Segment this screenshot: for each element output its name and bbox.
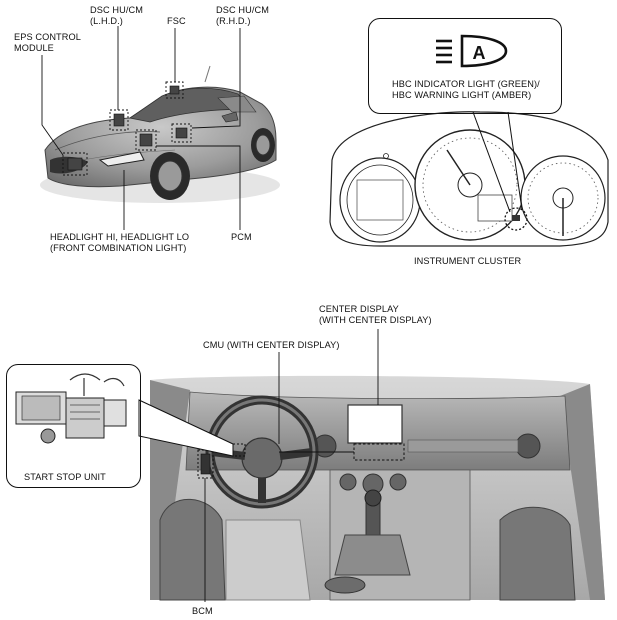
label-headlight: HEADLIGHT HI, HEADLIGHT LO (FRONT COMBIN… [50,232,189,253]
label-dsc-lhd: DSC HU/CM (L.H.D.) [90,5,143,26]
label-dsc-rhd: DSC HU/CM (R.H.D.) [216,5,269,26]
label-hbc-line1: HBC INDICATOR LIGHT (GREEN)/ [392,79,540,89]
car-leader-lines [41,26,241,230]
auto-high-beam-icon: A [436,34,508,68]
label-center-display-line2: (WITH CENTER DISPLAY) [319,314,432,325]
car-drawing [40,65,280,203]
label-dsc-lhd-line2: (L.H.D.) [90,15,123,26]
eps-marker [67,157,83,171]
label-eps-line1: EPS CONTROL [14,32,81,42]
label-instrument-cluster: INSTRUMENT CLUSTER [414,256,522,266]
instrument-cluster-drawing [329,111,609,247]
label-headlight-line1: HEADLIGHT HI, HEADLIGHT LO [50,232,190,242]
label-dsc-rhd-line2: (R.H.D.) [216,15,251,26]
label-start-stop-unit: START STOP UNIT [24,472,106,482]
start-stop-connector [138,399,234,457]
fsc-marker [169,85,180,95]
label-center-display-line1: CENTER DISPLAY [319,304,399,314]
bcm-marker [200,453,211,475]
label-dsc-rhd-line1: DSC HU/CM [216,5,269,15]
label-eps: EPS CONTROL MODULE [14,32,81,53]
label-fsc: FSC [167,16,186,26]
label-headlight-line2: (FRONT COMBINATION LIGHT) [50,242,187,253]
hbc-callout-box [368,18,562,114]
start-stop-callout-box [6,364,141,488]
pcm-marker [139,133,153,147]
dsc-lhd-marker [113,113,125,127]
label-hbc: HBC INDICATOR LIGHT (GREEN)/ HBC WARNING… [392,79,540,100]
label-bcm: BCM [192,606,213,616]
dsc-rhd-marker [175,127,188,139]
label-dsc-lhd-line1: DSC HU/CM [90,5,143,15]
start-stop-unit-drawing [15,373,127,444]
label-eps-line2: MODULE [14,42,54,53]
svg-text:A: A [473,43,486,63]
hbc-leader-lines [472,111,523,213]
label-cmu: CMU (WITH CENTER DISPLAY) [203,340,340,350]
label-center-display: CENTER DISPLAY (WITH CENTER DISPLAY) [319,304,432,325]
interior-drawing [150,375,605,601]
label-hbc-line2: HBC WARNING LIGHT (AMBER) [392,89,532,100]
label-pcm: PCM [231,232,252,242]
center-display-shape [347,404,403,444]
interior-leader-lines [204,329,379,602]
